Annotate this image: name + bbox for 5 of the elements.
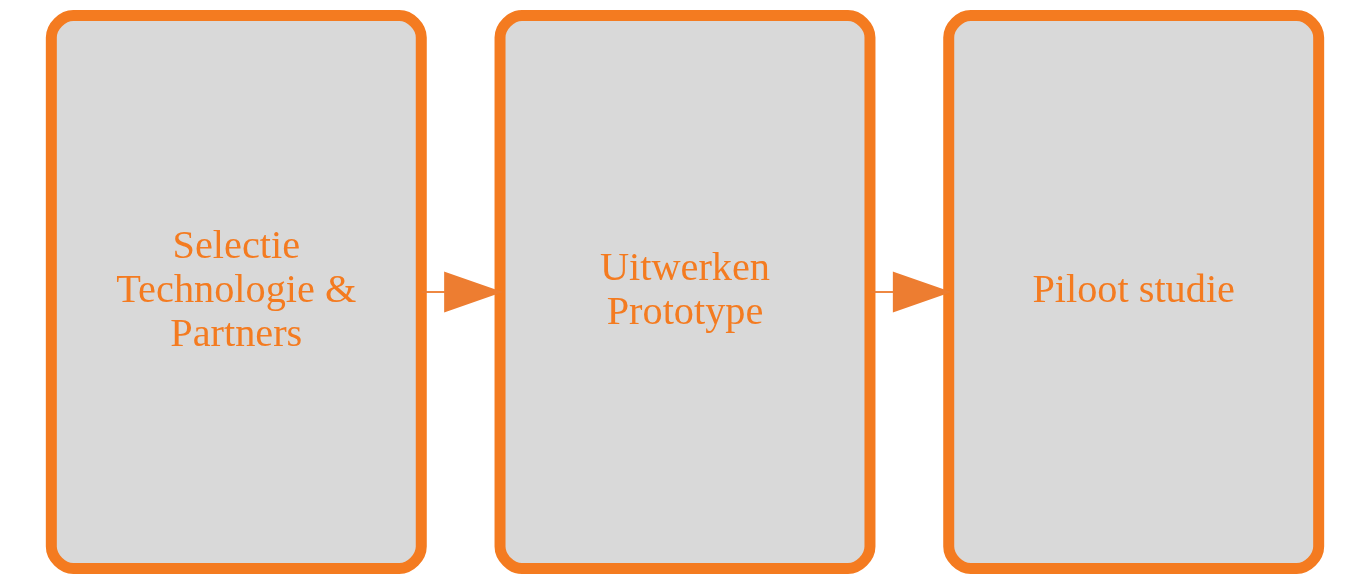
- arrow: [420, 271, 503, 313]
- arrow: [869, 271, 952, 313]
- node-box: Uitwerken Prototype: [494, 9, 876, 575]
- node-box: Selectie Technologie & Partners: [45, 9, 427, 575]
- node-box: Piloot studie: [943, 9, 1325, 575]
